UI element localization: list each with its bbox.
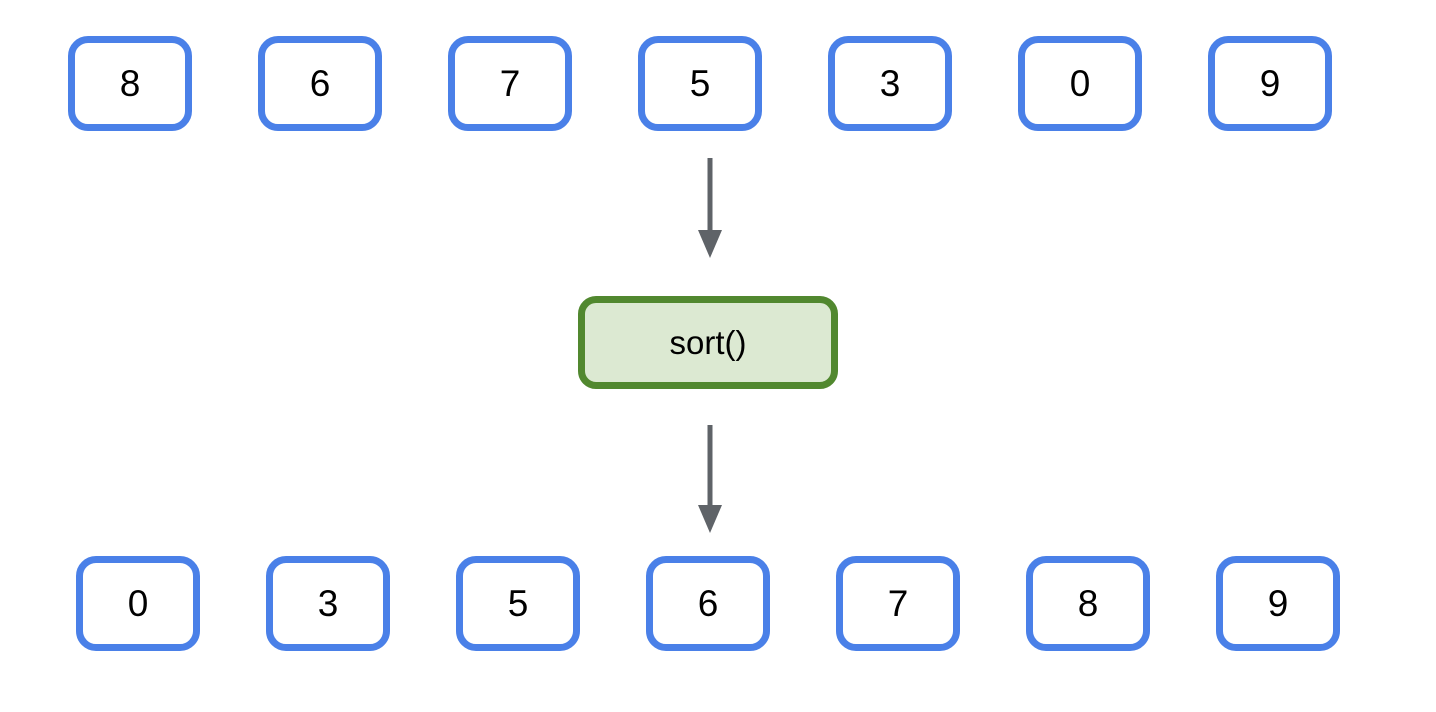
arrow-sort-to-output-icon [696,425,724,535]
input-array-cell[interactable]: 5 [638,36,762,131]
input-array-cell[interactable]: 7 [448,36,572,131]
output-array-cell[interactable]: 6 [646,556,770,651]
input-array-cell[interactable]: 9 [1208,36,1332,131]
input-array-cell[interactable]: 0 [1018,36,1142,131]
input-array-cell[interactable]: 3 [828,36,952,131]
input-array-cell[interactable]: 8 [68,36,192,131]
sort-node-label: sort() [669,324,747,361]
input-array-row: 8 6 7 5 3 0 9 [68,36,1332,131]
output-array-cell[interactable]: 0 [76,556,200,651]
output-array-cell[interactable]: 5 [456,556,580,651]
output-array-row: 0 3 5 6 7 8 9 [76,556,1340,651]
arrow-input-to-sort-icon [696,158,724,260]
output-array-cell[interactable]: 9 [1216,556,1340,651]
sort-function-node[interactable]: sort() [578,296,838,389]
input-array-cell[interactable]: 6 [258,36,382,131]
output-array-cell[interactable]: 7 [836,556,960,651]
output-array-cell[interactable]: 3 [266,556,390,651]
output-array-cell[interactable]: 8 [1026,556,1150,651]
